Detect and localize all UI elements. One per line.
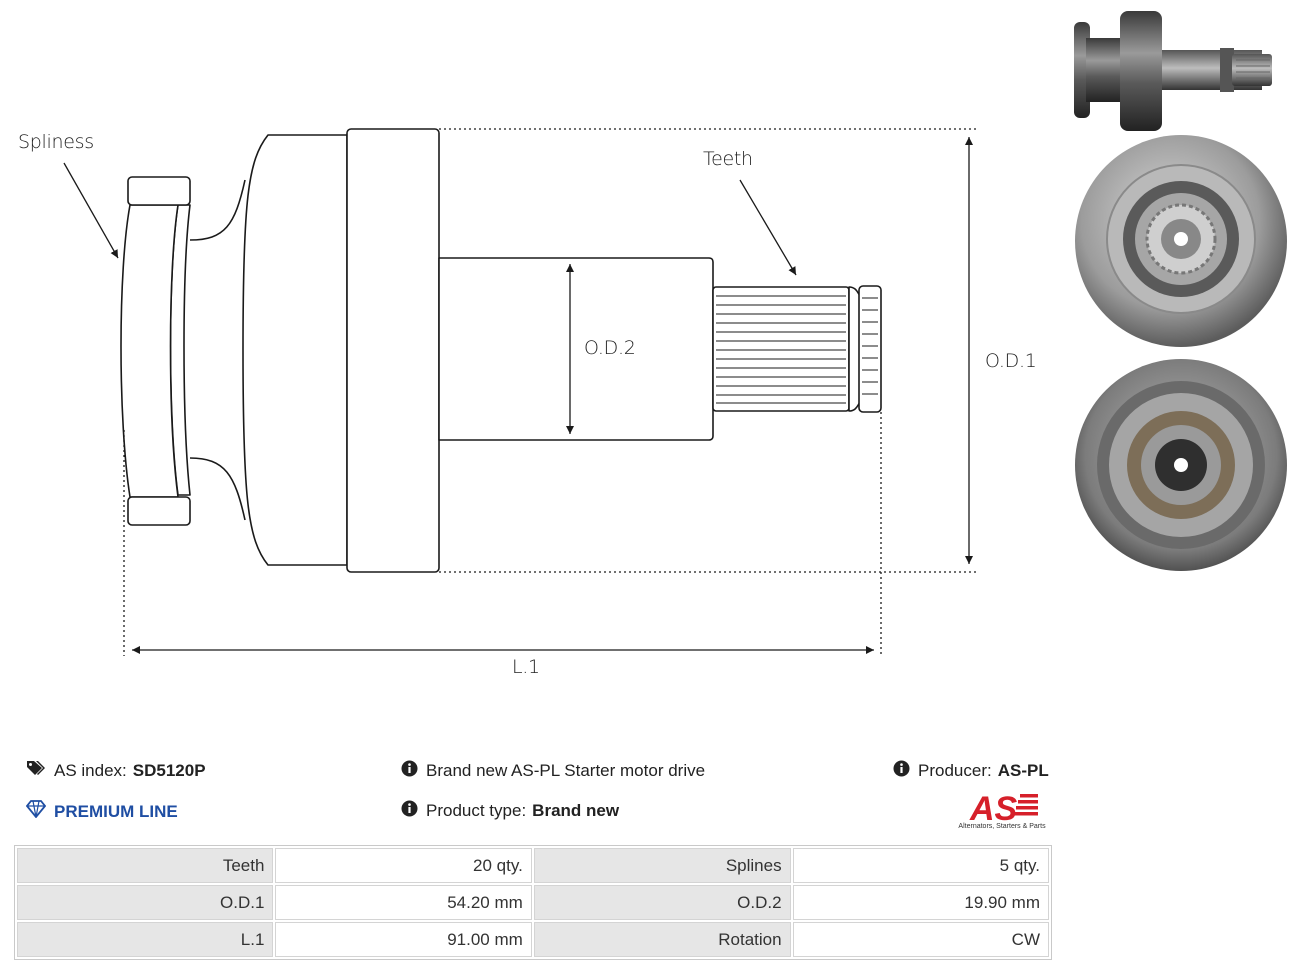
neck-bottom — [189, 457, 246, 521]
brand-info: Brand new AS-PL Starter motor drive — [401, 760, 705, 782]
l1-label: L.1 — [512, 656, 540, 678]
producer-label: Producer: — [918, 761, 992, 780]
spec-value: CW — [792, 922, 1049, 957]
info-icon — [893, 760, 910, 782]
logo-text: AS — [969, 790, 1018, 828]
spec-label: O.D.2 — [533, 885, 791, 920]
spec-value: 19.90 mm — [792, 885, 1049, 920]
teeth-leader — [739, 179, 797, 276]
info-icon — [401, 800, 418, 822]
teeth-label: Teeth — [703, 148, 753, 170]
spec-value: 5 qty. — [792, 848, 1049, 883]
tags-icon — [26, 760, 46, 781]
spec-label: O.D.1 — [17, 885, 274, 920]
spec-value: 54.20 mm — [275, 885, 532, 920]
neck-top — [189, 179, 246, 241]
spliness-label: Spliness — [18, 131, 94, 153]
product-type-value: Brand new — [532, 801, 620, 820]
as-index: AS index: SD5120P — [26, 760, 206, 781]
shaft — [438, 257, 714, 441]
spec-value: 91.00 mm — [275, 922, 532, 957]
spec-label: Teeth — [17, 848, 274, 883]
product-type: Product type: Brand new — [401, 800, 619, 822]
od2-label: O.D.2 — [584, 337, 636, 359]
spliness-leader — [63, 162, 119, 259]
spec-label: Splines — [533, 848, 791, 883]
diamond-icon — [25, 800, 47, 823]
flange-tab-bottom — [127, 496, 191, 526]
table-row: Teeth 20 qty. Splines 5 qty. — [17, 848, 1049, 883]
product-photo-side — [1074, 11, 1272, 131]
clutch-body — [346, 128, 440, 573]
product-photo-front — [1075, 135, 1287, 347]
spec-value: 20 qty. — [275, 848, 532, 883]
premium-line-label: PREMIUM LINE — [54, 801, 178, 821]
producer-value: AS-PL — [997, 761, 1049, 780]
technical-diagram — [63, 128, 978, 656]
producer: Producer: AS-PL — [893, 760, 1049, 782]
specs-table: Teeth 20 qty. Splines 5 qty. O.D.1 54.20… — [14, 845, 1052, 960]
product-photo-rear — [1075, 359, 1287, 571]
as-pl-logo: AS — [969, 790, 1038, 828]
bell-body — [242, 134, 348, 566]
spec-label: L.1 — [17, 922, 274, 957]
info-icon — [401, 760, 418, 782]
logo-tagline: Alternators, Starters & Parts — [958, 823, 1046, 830]
flange-tab-top — [127, 176, 191, 206]
pinion-teeth — [712, 286, 850, 412]
product-type-label: Product type: — [426, 801, 527, 820]
flange-outline — [120, 204, 179, 498]
premium-line: PREMIUM LINE — [25, 800, 178, 823]
spec-label: Rotation — [533, 922, 791, 957]
od1-label: O.D.1 — [985, 350, 1037, 372]
brand-text: Brand new AS-PL Starter motor drive — [426, 761, 706, 780]
table-row: O.D.1 54.20 mm O.D.2 19.90 mm — [17, 885, 1049, 920]
as-index-label: AS index: — [54, 760, 127, 780]
pinion-tip — [858, 285, 882, 413]
as-index-value: SD5120P — [132, 760, 206, 780]
table-row: L.1 91.00 mm Rotation CW — [17, 922, 1049, 957]
